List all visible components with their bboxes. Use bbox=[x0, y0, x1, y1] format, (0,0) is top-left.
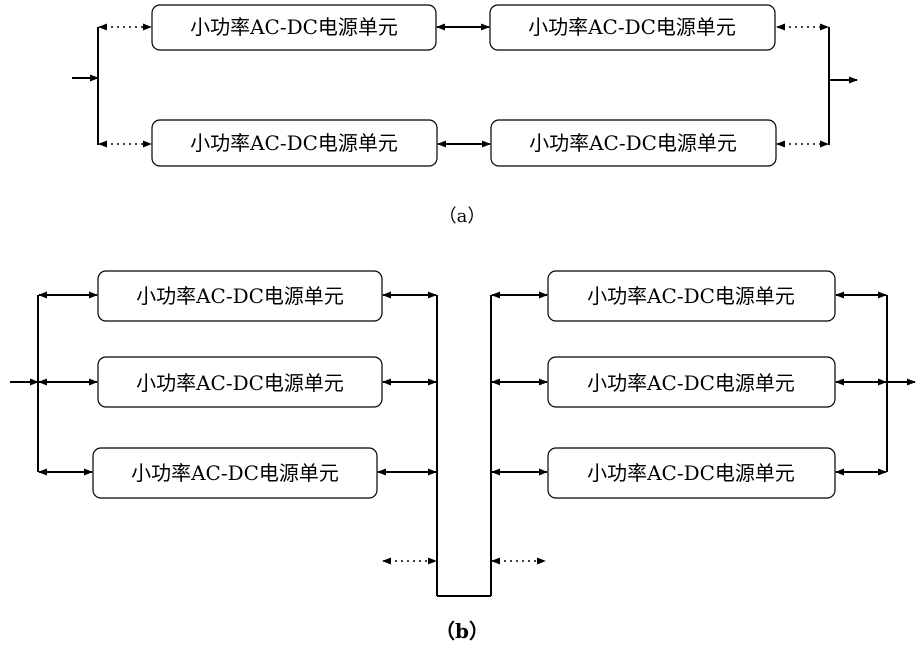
caption-b: （b） bbox=[435, 619, 489, 643]
b-unit-box-left-3: 小功率AC-DC电源单元 bbox=[92, 447, 378, 499]
b-unit-label-left-3: 小功率AC-DC电源单元 bbox=[131, 461, 339, 485]
b-unit-box-right-2: 小功率AC-DC电源单元 bbox=[547, 356, 836, 408]
caption-a: （a） bbox=[439, 206, 486, 227]
b-unit-label-left-2: 小功率AC-DC电源单元 bbox=[136, 371, 344, 395]
diagram-b: 小功率AC-DC电源单元 小功率AC-DC电源单元 小功率AC-DC电源单元 小… bbox=[10, 270, 916, 643]
b-unit-label-left-1: 小功率AC-DC电源单元 bbox=[136, 284, 344, 308]
a-unit-box-4: 小功率AC-DC电源单元 bbox=[490, 119, 777, 167]
b-unit-label-right-1: 小功率AC-DC电源单元 bbox=[587, 284, 795, 308]
a-unit-box-1: 小功率AC-DC电源单元 bbox=[151, 4, 437, 51]
b-unit-box-left-1: 小功率AC-DC电源单元 bbox=[97, 270, 383, 322]
a-unit-label-3: 小功率AC-DC电源单元 bbox=[190, 131, 398, 155]
b-unit-box-right-3: 小功率AC-DC电源单元 bbox=[547, 447, 836, 499]
a-unit-box-3: 小功率AC-DC电源单元 bbox=[151, 119, 438, 167]
b-unit-box-left-2: 小功率AC-DC电源单元 bbox=[97, 356, 383, 408]
a-unit-label-4: 小功率AC-DC电源单元 bbox=[529, 131, 737, 155]
a-unit-box-2: 小功率AC-DC电源单元 bbox=[489, 4, 776, 51]
b-unit-label-right-2: 小功率AC-DC电源单元 bbox=[587, 371, 795, 395]
a-unit-label-2: 小功率AC-DC电源单元 bbox=[528, 15, 736, 39]
diagram-a: 小功率AC-DC电源单元 小功率AC-DC电源单元 小功率AC-DC电源单元 小… bbox=[72, 4, 858, 227]
a-unit-label-1: 小功率AC-DC电源单元 bbox=[190, 15, 398, 39]
b-unit-box-right-1: 小功率AC-DC电源单元 bbox=[547, 270, 836, 322]
b-unit-label-right-3: 小功率AC-DC电源单元 bbox=[587, 461, 795, 485]
